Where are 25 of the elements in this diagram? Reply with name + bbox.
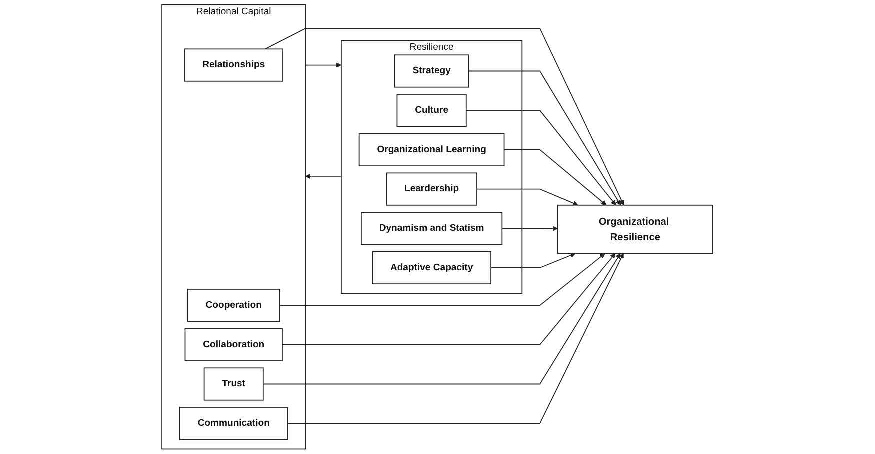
- arrow: [305, 174, 342, 180]
- arrow: [305, 62, 342, 68]
- arrow: [262, 253, 621, 385]
- node-box: Leardership: [386, 172, 478, 206]
- node-box: Strategy: [394, 54, 470, 88]
- node-box: Organizational Learning: [358, 133, 505, 166]
- node-box: Trust: [204, 368, 264, 401]
- node-box: Cooperation: [187, 289, 280, 322]
- node-box: Communication: [179, 407, 288, 440]
- arrow: [468, 70, 622, 206]
- arrow: [279, 253, 606, 306]
- node-box: Adaptive Capacity: [372, 251, 492, 285]
- node-box: Organizational Resilience: [558, 204, 714, 254]
- arrow: [282, 253, 616, 346]
- arrow: [264, 28, 624, 206]
- node-box: Dynamism and Statism: [360, 212, 503, 246]
- node-box: Relationships: [184, 48, 284, 82]
- arrow: [502, 226, 558, 232]
- arrow: [476, 188, 578, 206]
- arrow: [490, 253, 576, 268]
- arrow: [287, 253, 624, 424]
- node-box: Collaboration: [184, 328, 283, 362]
- arrow: [504, 150, 607, 206]
- node-box: Culture: [396, 94, 467, 128]
- arrow: [466, 110, 616, 206]
